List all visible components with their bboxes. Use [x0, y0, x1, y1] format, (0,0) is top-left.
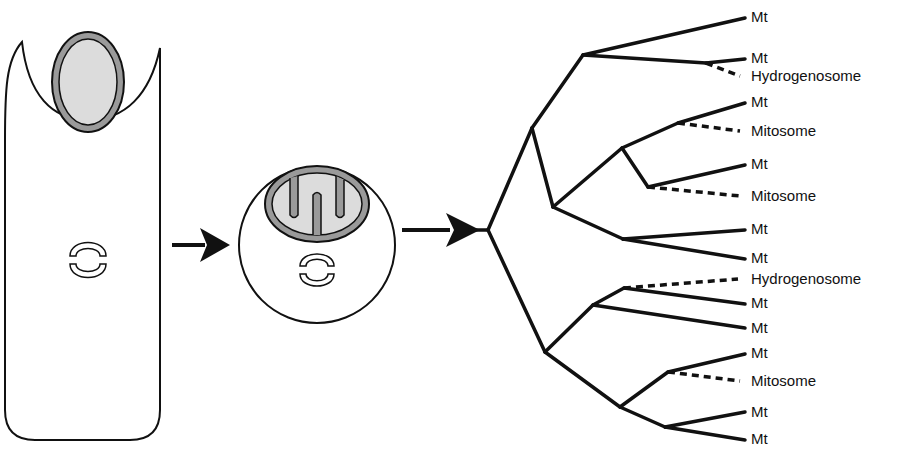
eukaryote-cell	[239, 167, 395, 323]
leaf-label: Hydrogenosome	[751, 67, 861, 85]
leaf-label: Mt	[751, 249, 768, 267]
cristae	[290, 176, 344, 235]
leaf-label: Mitosome	[751, 122, 816, 140]
mitochondrion-inner	[272, 173, 362, 235]
leaf-label: Hydrogenosome	[751, 270, 861, 288]
leaf-label: Mt	[751, 8, 768, 26]
reduced-organelle-branch	[624, 63, 740, 381]
arrow-head	[200, 228, 230, 262]
leaf-label: Mt	[751, 49, 768, 67]
mitochondrion-outer	[265, 166, 369, 242]
leaf-label: Mt	[751, 430, 768, 448]
process-arrow	[172, 243, 205, 247]
symbiont-outer	[52, 32, 124, 132]
nucleus-symbol	[70, 243, 106, 278]
leaf-label: Mt	[751, 93, 768, 111]
leaf-label: Mt	[751, 294, 768, 312]
leaf-label: Mt	[751, 403, 768, 421]
leaf-label: Mitosome	[751, 372, 816, 390]
leaf-label: Mt	[751, 220, 768, 238]
nucleus-symbol	[300, 254, 334, 286]
symbiont-inner	[59, 39, 117, 125]
phylogenetic-tree	[470, 18, 745, 440]
leaf-label: Mitosome	[751, 187, 816, 205]
process-arrow	[402, 228, 450, 232]
leaf-label: Mt	[751, 344, 768, 362]
leaf-label: Mt	[751, 319, 768, 337]
leaf-label: Mt	[751, 155, 768, 173]
